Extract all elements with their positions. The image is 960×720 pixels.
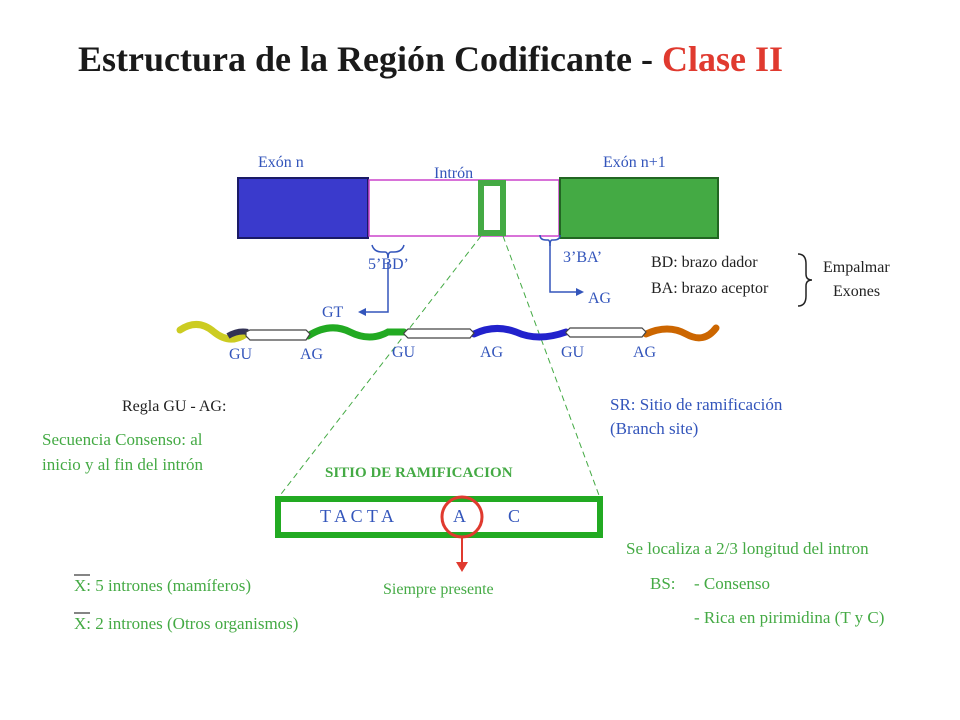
always-present-label: Siempre presente (383, 581, 494, 598)
mrna-label-ag-1: AG (300, 346, 324, 363)
strand-green (304, 324, 408, 341)
stat-mammals: X: 5 intrones (mamíferos) (74, 576, 252, 595)
strand-orange (642, 324, 720, 342)
branch-a: A (453, 506, 466, 526)
strand-yellow (176, 321, 250, 343)
exon-n-label: Exón n (258, 154, 304, 171)
mrna-label-gu-3: GU (561, 344, 585, 361)
splice-label-1: Empalmar (823, 259, 890, 276)
intron-loop-1 (245, 329, 311, 341)
zoom-line-right (502, 235, 601, 499)
branch-site-marker (478, 180, 506, 236)
mrna-label-gu-1: GU (229, 346, 253, 363)
bd-brace-right (387, 244, 405, 259)
exon-n1-block (559, 177, 719, 239)
rule-line-2: inicio y al fin del intrón (42, 455, 203, 474)
intron-loop-3 (565, 327, 647, 338)
branch-a-arrowhead (456, 562, 468, 572)
ba-arrow (549, 246, 578, 293)
bd-definition: BD: brazo dador (651, 254, 758, 271)
bs-location: Se localiza a 2/3 longitud del intron (626, 539, 869, 558)
intron-loop-2 (403, 328, 475, 339)
rule-title: Regla GU - AG: (122, 398, 227, 415)
exon-n-block (237, 177, 369, 239)
ba3-label: 3’BA’ (563, 249, 603, 266)
bd-arrowhead (358, 308, 366, 316)
bs-item-2: - Rica en pirimidina (T y C) (694, 608, 885, 627)
bd5-label: 5’BD’ (368, 256, 409, 273)
branch-seq: T A C T A (320, 506, 395, 526)
bs-item-1: - Consenso (694, 574, 771, 593)
strand-blue (470, 325, 570, 341)
mrna-label-ag-3: AG (633, 344, 657, 361)
stat-other: X: 2 intrones (Otros organismos) (74, 614, 299, 633)
ag-top-label: AG (588, 290, 612, 307)
branch-c: C (508, 506, 521, 526)
ba-definition: BA: brazo aceptor (651, 280, 769, 297)
branch-site-box (275, 496, 603, 538)
splice-label-2: Exones (833, 283, 881, 300)
title-accent: Clase II (661, 39, 783, 79)
ba-brace-right (549, 234, 561, 247)
intron-label: Intrón (434, 165, 474, 182)
rule-line-1: Secuencia Consenso: al (42, 430, 203, 449)
ba-arrowhead (576, 288, 584, 296)
mrna-label-ag-2: AG (480, 344, 504, 361)
bs-label: BS: (650, 574, 676, 593)
exon-n1-label: Exón n+1 (603, 154, 666, 171)
bd-arrow (364, 262, 389, 313)
mrna-label-gu-2: GU (392, 344, 416, 361)
title-main: Estructura de la Región Codificante - (78, 39, 662, 79)
sr-line-2: (Branch site) (610, 419, 699, 438)
zoom-line-left (277, 235, 482, 499)
arms-brace (797, 253, 813, 307)
page-title: Estructura de la Región Codificante - Cl… (78, 38, 783, 80)
branch-title: SITIO DE RAMIFICACION (325, 465, 513, 481)
gt-label: GT (322, 304, 344, 321)
sr-line-1: SR: Sitio de ramificación (610, 395, 783, 414)
intron-block (368, 179, 560, 237)
